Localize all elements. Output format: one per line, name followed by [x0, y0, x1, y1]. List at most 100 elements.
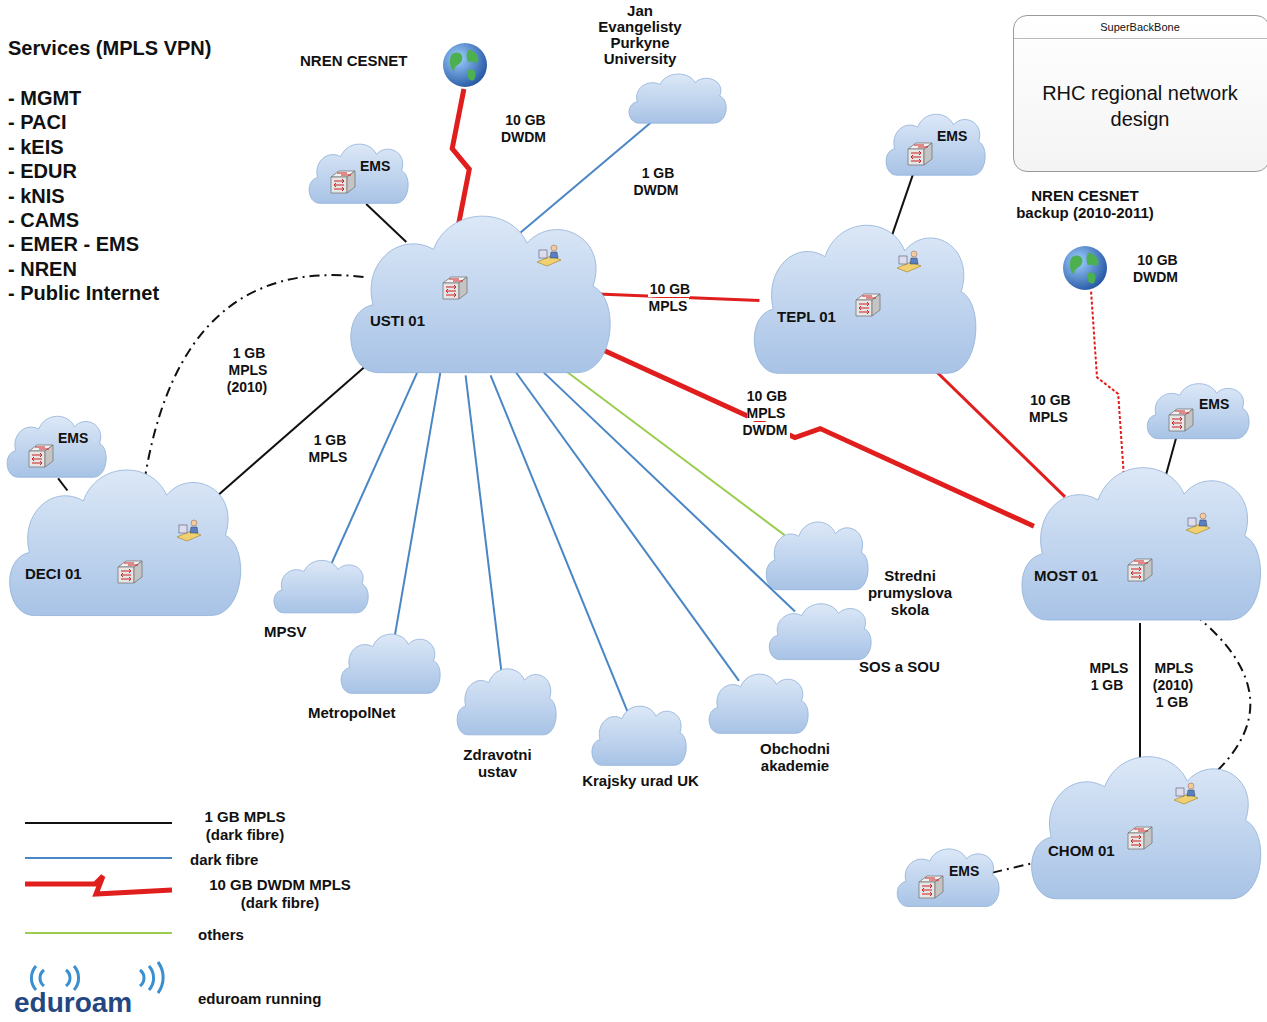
- service-item: - NREN: [8, 257, 77, 281]
- legend-sample-blue: [25, 857, 172, 859]
- network-cloud: SOS a SOU: [765, 598, 965, 680]
- ems-cloud: EMS: [3, 410, 108, 482]
- planned-link: [144, 275, 363, 482]
- node-label: SuperBackBone: [1014, 21, 1266, 34]
- fibre-link: [598, 294, 760, 301]
- fibre-link: [394, 372, 440, 639]
- text-slot: DECI 01: [25, 565, 82, 583]
- cloud-shape: [765, 598, 873, 664]
- ems-cloud: EMS: [305, 138, 410, 208]
- cloud-shape: [762, 515, 870, 595]
- link-label: MPLS (2010) 1 GB: [1153, 660, 1194, 710]
- workstation-icon: [1172, 780, 1200, 806]
- fibre-link: [926, 362, 1065, 497]
- eduroam-arcs: [31, 962, 163, 993]
- text-slot: NREN CESNET backup (2010-2011): [1015, 187, 1155, 221]
- ems-cloud: EMS: [1143, 378, 1251, 443]
- link-label-box: 10 GB MPLS DWDM: [735, 388, 797, 439]
- cloud-shape: [893, 843, 1001, 911]
- link-label: MPLS 1 GB: [1088, 660, 1129, 693]
- fibre-link: [331, 367, 420, 565]
- network-cloud: Obchodni akademie: [700, 668, 850, 776]
- network-cloud: Krajsky urad UK: [578, 700, 707, 805]
- cloud-shape: [1012, 452, 1265, 632]
- switch-icon: [116, 559, 144, 585]
- text-slot: Obchodni akademie: [745, 740, 845, 774]
- fibre-link: [466, 375, 502, 673]
- cloud-shape: [337, 628, 442, 698]
- text-slot: RHC regional network design: [1024, 80, 1256, 132]
- network-cloud: CHOM 01: [1022, 742, 1265, 910]
- node-label: EMS: [937, 128, 967, 145]
- network-cloud: MPSV: [262, 555, 372, 645]
- switch-icon: [1167, 407, 1195, 433]
- node-label: NREN CESNET backup (2010-2011): [1015, 187, 1155, 221]
- node-label: Krajsky urad UK: [578, 772, 703, 789]
- text-slot: EMS: [937, 128, 967, 145]
- link-label: 10 GB MPLS: [1028, 392, 1070, 425]
- link-label-box: 10 GB DWDM: [1124, 252, 1189, 286]
- switch-icon: [27, 443, 55, 469]
- node-label: DECI 01: [25, 565, 82, 583]
- fibre-link: [891, 173, 914, 239]
- network-cloud: Stredni prumyslova skola: [762, 515, 964, 620]
- text-slot: EMS: [949, 863, 979, 880]
- text-slot: USTI 01: [370, 312, 425, 330]
- workstation-icon: [535, 242, 563, 268]
- switch-icon: [1126, 825, 1154, 851]
- link-label: 1 GB MPLS (2010): [227, 345, 269, 395]
- service-item: - EDUR: [8, 159, 77, 183]
- legend-text: eduroam running: [198, 990, 321, 1008]
- legend-text: others: [198, 926, 244, 944]
- link-label-box: 10 GB DWDM: [487, 112, 562, 146]
- link-label: 1 GB DWDM: [633, 165, 680, 198]
- node-label: NREN CESNET: [300, 52, 408, 70]
- switch-icon: [854, 292, 882, 318]
- text-slot: MetropolNet: [308, 704, 396, 722]
- node-label: EMS: [58, 430, 88, 447]
- fibre-link: [537, 366, 795, 611]
- link-label-box: MPLS (2010) 1 GB: [1148, 660, 1198, 711]
- cloud-shape: [0, 455, 245, 627]
- workstation-icon: [895, 248, 923, 274]
- text-slot: Zdravotni ustav: [450, 746, 545, 780]
- node-label: EMS: [949, 863, 979, 880]
- link-label-box: 1 GB MPLS: [305, 432, 353, 466]
- link-label: 10 GB DWDM: [1133, 252, 1180, 285]
- network-cloud: MOST 01: [1012, 452, 1265, 632]
- workstation-icon: [175, 517, 203, 543]
- internet-globe: NREN CESNET: [295, 38, 495, 93]
- text-slot: SuperBackBone: [1014, 21, 1266, 34]
- cloud-shape: [453, 662, 558, 740]
- link-label: 10 GB DWDM: [501, 112, 548, 145]
- switch-icon: [1126, 557, 1154, 583]
- node-label: MetropolNet: [308, 704, 396, 722]
- node-label: USTI 01: [370, 312, 425, 330]
- node-label: Zdravotni ustav: [450, 746, 545, 780]
- text-slot: EMS: [1199, 396, 1229, 413]
- legend-text: 10 GB DWDM MPLS (dark fibre): [190, 876, 370, 912]
- link-label-box: 10 GB MPLS: [1022, 392, 1077, 426]
- cloud-shape: [1022, 742, 1265, 910]
- legend-text: 1 GB MPLS (dark fibre): [190, 808, 300, 844]
- node-label: EMS: [360, 158, 390, 175]
- legend-text: dark fibre: [190, 851, 258, 869]
- text-slot: NREN CESNET: [300, 52, 408, 70]
- legend-sample-red: [25, 876, 172, 894]
- fibre-link: [58, 478, 67, 490]
- network-cloud: Jan Evangelisty Purkyne University: [580, 3, 740, 131]
- network-cloud: TEPL 01: [745, 210, 980, 385]
- text-slot: TEPL 01: [777, 308, 836, 326]
- text-slot: Jan Evangelisty Purkyne University: [590, 3, 690, 67]
- network-cloud: Zdravotni ustav: [450, 662, 560, 787]
- ems-cloud: EMS: [882, 108, 987, 180]
- globe-icon: [442, 42, 488, 88]
- node-label: MOST 01: [1034, 567, 1098, 585]
- fibre-link: [366, 204, 406, 242]
- switch-icon: [917, 874, 945, 900]
- globe-icon: [1062, 245, 1108, 291]
- text-slot: CHOM 01: [1048, 842, 1115, 860]
- node-label: Obchodni akademie: [745, 740, 845, 774]
- cloud-shape: [305, 138, 410, 208]
